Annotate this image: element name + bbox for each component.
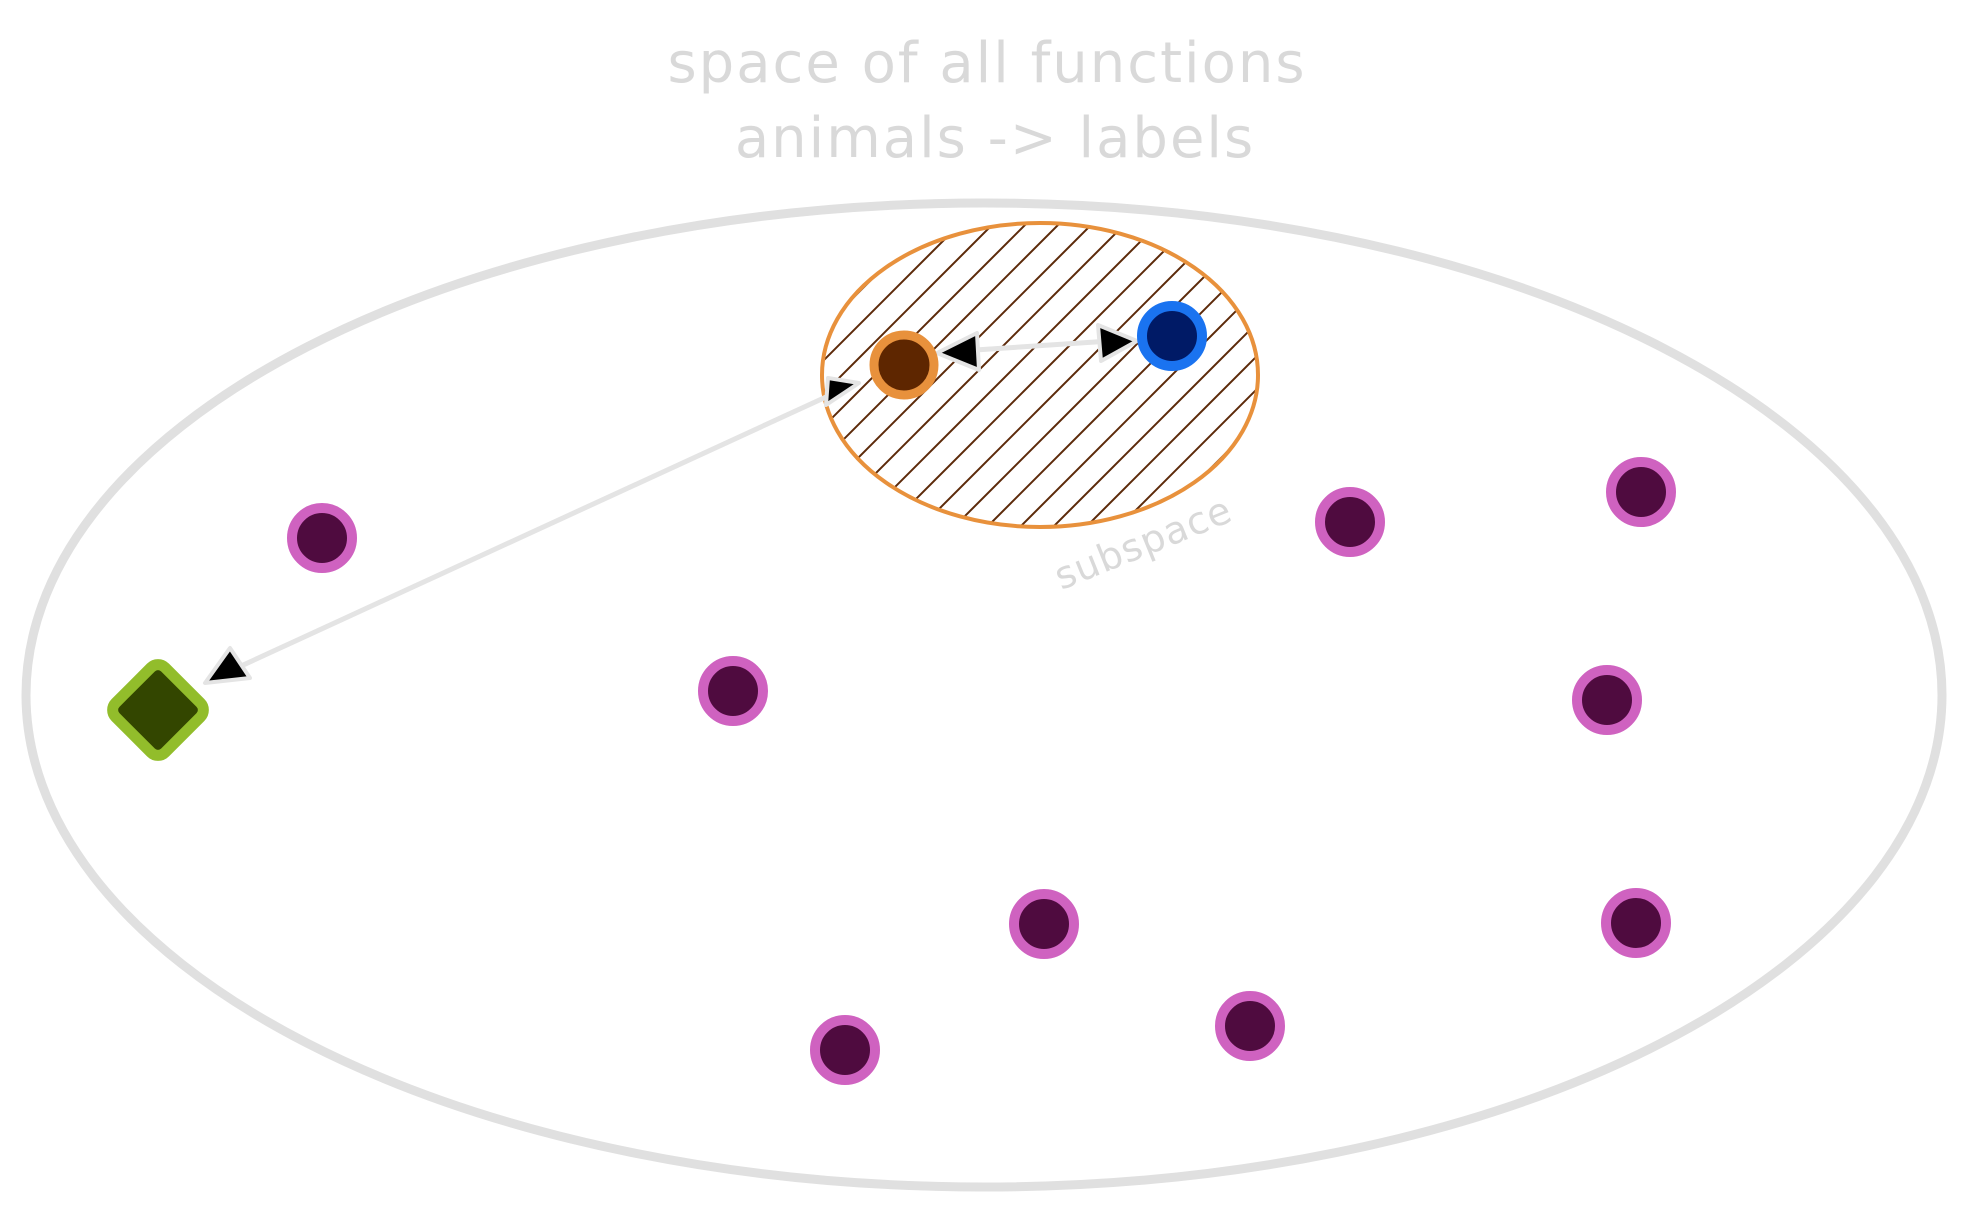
function-point [1009,889,1079,959]
hatch-line [944,223,1258,527]
hatch-line [878,223,1258,527]
title-line-2: animals -> labels [735,106,1255,171]
function-point [1315,487,1385,557]
subspace-hatching [285,115,1828,635]
function-point [1606,457,1676,527]
function-points [287,457,1676,1085]
arrow-subspace-to-target [203,376,861,685]
hatch-line [822,223,839,527]
hatch-line [1208,223,1258,527]
hatch-line [285,115,805,635]
subspace-region [285,115,1828,635]
hatch-line [822,223,1258,527]
hatch-line [977,223,1258,527]
function-point [1215,991,1285,1061]
best-in-subspace-point [869,330,939,400]
function-point [1572,665,1642,735]
arrowhead-icon [935,331,981,372]
function-point [1601,888,1671,958]
target-function-diamond [107,659,209,761]
hatch-line [911,223,1258,527]
function-space-outline [21,198,1947,1192]
function-point [287,503,357,573]
arrow-line [959,338,1111,354]
hatch-line [822,223,1103,527]
arrowhead-icon [203,646,252,685]
hatch-line [822,223,1235,527]
subspace-outline [820,221,1260,529]
hatch-line [822,223,1202,527]
hatch-line [1241,223,1258,527]
starting-point [1137,301,1207,371]
hatch-line [1308,115,1828,635]
hatch-line [822,223,1258,527]
function-point [810,1015,880,1085]
arrow-orange-to-blue [935,323,1139,372]
hatch-line [822,223,1258,527]
arrowhead-icon [1096,323,1139,363]
title-line-1: space of all functions [667,31,1306,96]
arrowhead-icon [824,376,861,407]
hatch-line [822,223,872,527]
arrow-line [226,394,828,675]
hatch-line [845,223,1258,527]
function-point [698,656,768,726]
